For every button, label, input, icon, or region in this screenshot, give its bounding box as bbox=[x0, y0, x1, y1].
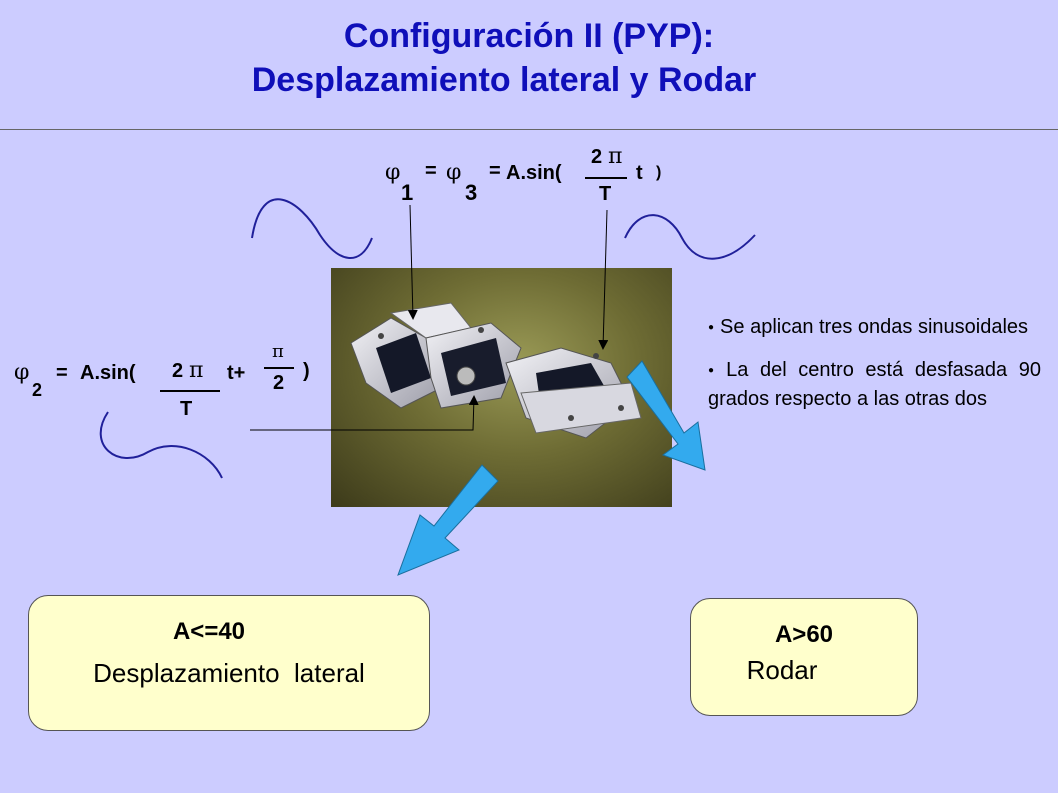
equals-sign: = bbox=[425, 160, 437, 182]
subscript-1: 1 bbox=[401, 180, 414, 205]
fraction-bar bbox=[264, 367, 294, 369]
fraction-numerator: 2 bbox=[591, 146, 603, 168]
bullet-dot: ● bbox=[708, 365, 721, 376]
pointer-line-module-1 bbox=[407, 204, 418, 320]
arrow-to-rodar bbox=[626, 360, 706, 471]
sine-wave-drawing bbox=[624, 214, 756, 260]
result-box-rodar: A>60 Rodar bbox=[690, 598, 918, 716]
condition-label: A>60 bbox=[774, 621, 834, 648]
result-label: Desplazamiento lateral bbox=[93, 658, 365, 688]
title-divider bbox=[0, 129, 1058, 130]
equals-sign: = bbox=[489, 160, 501, 182]
result-box-lateral: A<=40 Desplazamiento lateral bbox=[28, 595, 430, 731]
sine-wave-drawing bbox=[251, 198, 373, 259]
bullet-item: ●La del centro está desfasada 90 grados … bbox=[708, 359, 1041, 410]
title-line-2: Desplazamiento lateral y Rodar bbox=[251, 61, 757, 99]
bullet-list: ●Se aplican tres ondas sinusoidales ●La … bbox=[708, 313, 1041, 428]
pi-symbol: π bbox=[272, 341, 284, 362]
slide-title: Configuración II (PYP): Desplazamiento l… bbox=[0, 14, 1058, 102]
pointer-line-module-2 bbox=[250, 395, 479, 431]
bullet-dot: ● bbox=[708, 322, 715, 333]
fraction-numerator: 2 bbox=[172, 360, 184, 382]
fraction-bar bbox=[160, 390, 220, 392]
pi-symbol: π bbox=[608, 144, 623, 169]
phi-symbol: φ bbox=[446, 160, 462, 185]
close-paren: ) bbox=[303, 360, 310, 382]
close-paren: ) bbox=[656, 164, 662, 181]
condition-label: A<=40 bbox=[172, 618, 246, 645]
equals-sign: = bbox=[56, 362, 68, 384]
fraction-denominator: T bbox=[180, 398, 193, 420]
phi-symbol: φ bbox=[14, 360, 30, 385]
sine-function: A.sin( bbox=[506, 162, 562, 184]
time-variable: t+ bbox=[227, 362, 246, 384]
fraction-denominator: 2 bbox=[273, 372, 285, 394]
fraction-denominator: T bbox=[599, 183, 612, 205]
sine-wave-drawing bbox=[99, 411, 223, 479]
sine-function: A.sin( bbox=[80, 362, 136, 384]
subscript-2: 2 bbox=[32, 380, 43, 400]
pointer-line-module-3 bbox=[598, 209, 609, 350]
phi-symbol: φ bbox=[385, 160, 401, 185]
time-variable: t bbox=[636, 162, 643, 184]
subscript-3: 3 bbox=[465, 180, 478, 205]
pi-symbol: π bbox=[189, 358, 204, 383]
result-label: Rodar bbox=[746, 655, 818, 685]
fraction-bar bbox=[585, 177, 627, 179]
bullet-item: ●Se aplican tres ondas sinusoidales bbox=[708, 316, 1029, 338]
arrow-to-desplazamiento bbox=[397, 464, 499, 576]
title-line-1: Configuración II (PYP): bbox=[343, 17, 715, 55]
